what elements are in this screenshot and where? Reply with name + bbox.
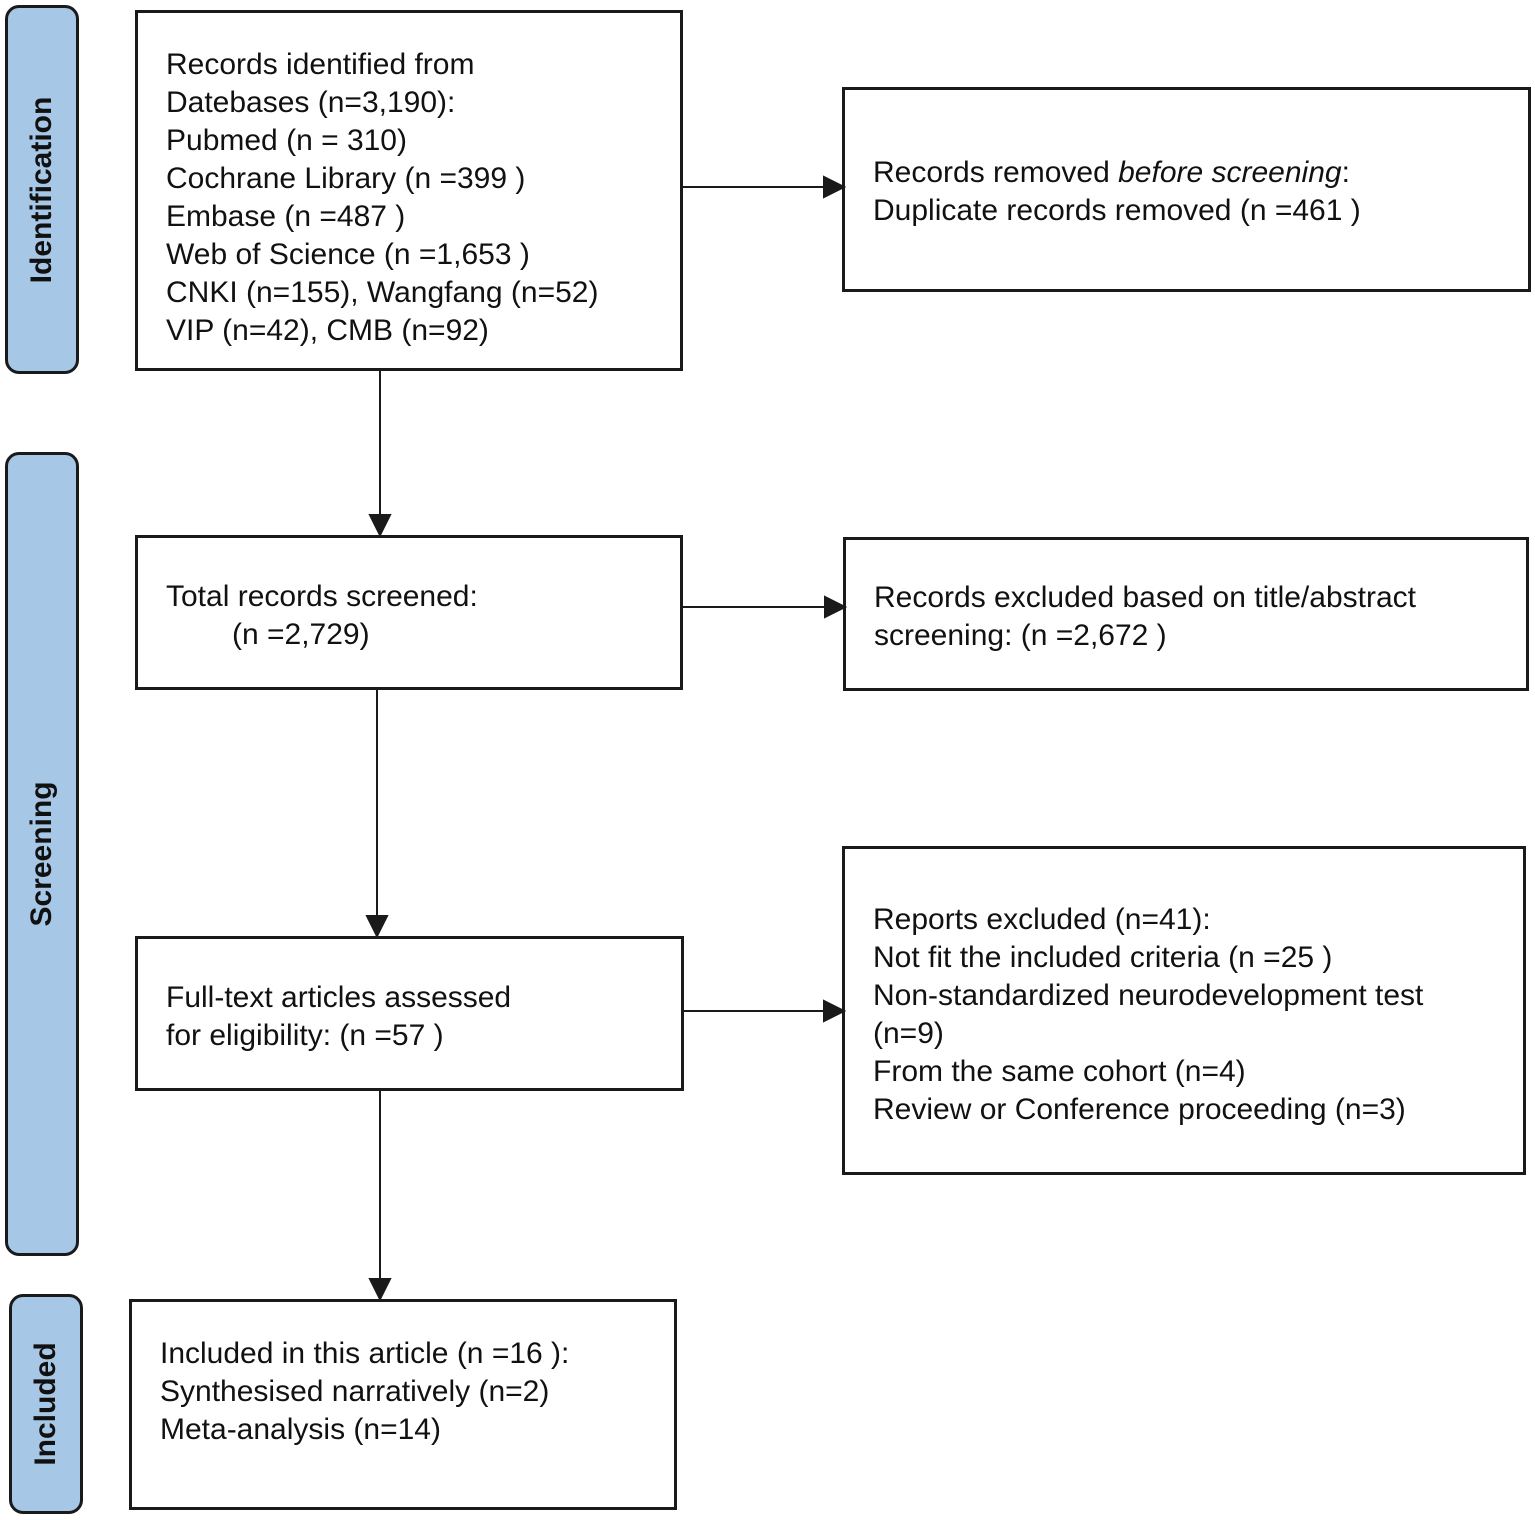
reports-excluded-line: Reports excluded (n=41): <box>873 903 1211 936</box>
reports-excluded-line: Not fit the included criteria (n =25 ) <box>873 941 1333 974</box>
reports-excluded-line: Review or Conference proceeding (n=3) <box>873 1093 1406 1126</box>
records-excluded-box: Records excluded based on title/abstract… <box>843 537 1529 691</box>
included-box: Included in this article (n =16 ): Synth… <box>129 1299 677 1510</box>
fulltext-line: for eligibility: (n =57 ) <box>166 1019 444 1052</box>
included-line: Synthesised narratively (n=2) <box>160 1375 550 1408</box>
arrowhead-excluded <box>824 595 848 619</box>
reports-excluded-box: Reports excluded (n=41): Not fit the inc… <box>842 846 1526 1175</box>
arrowhead-screened <box>368 514 392 538</box>
arrowhead-fulltext <box>365 915 389 939</box>
identified-line: Records identified from <box>166 48 475 81</box>
arrowhead-included <box>368 1278 392 1302</box>
included-line: Meta-analysis (n=14) <box>160 1413 441 1446</box>
identified-line: Web of Science (n =1,653 ) <box>166 238 530 271</box>
removed-prefix: Records removed <box>873 156 1119 189</box>
identified-line: CNKI (n=155), Wangfang (n=52) <box>166 276 599 309</box>
fulltext-assessed-box: Full-text articles assessed for eligibil… <box>135 936 684 1091</box>
records-screened-box: Total records screened: (n =2,729) <box>135 535 683 690</box>
identified-line: Datebases (n=3,190): <box>166 86 456 119</box>
excluded-line: Records excluded based on title/abstract <box>874 581 1416 614</box>
removed-line-2: Duplicate records removed (n =461 ) <box>873 194 1361 227</box>
stage-included: Included <box>9 1294 83 1514</box>
arrowhead-removed <box>823 175 847 199</box>
arrowhead-reports <box>823 999 847 1023</box>
reports-excluded-line: (n=9) <box>873 1017 944 1050</box>
identified-line: Cochrane Library (n =399 ) <box>166 162 526 195</box>
removed-italic: before screening <box>1118 156 1342 189</box>
fulltext-line: Full-text articles assessed <box>166 981 512 1014</box>
screened-line: Total records screened: <box>166 580 478 613</box>
records-removed-box: Records removed before screening: Duplic… <box>842 87 1531 292</box>
stage-identification: Identification <box>5 5 79 374</box>
reports-excluded-line: Non-standardized neurodevelopment test <box>873 979 1424 1012</box>
records-identified-box: Records identified from Datebases (n=3,1… <box>135 10 683 371</box>
excluded-line: screening: (n =2,672 ) <box>874 619 1167 652</box>
removed-line-1: Records removed before screening: <box>873 154 1528 192</box>
screened-count: (n =2,729) <box>232 618 370 651</box>
identified-line: Pubmed (n = 310) <box>166 124 407 157</box>
identified-line: VIP (n=42), CMB (n=92) <box>166 314 489 347</box>
reports-excluded-line: From the same cohort (n=4) <box>873 1055 1246 1088</box>
included-line: Included in this article (n =16 ): <box>160 1337 570 1370</box>
stage-screening: Screening <box>5 452 79 1256</box>
removed-suffix: : <box>1341 156 1350 189</box>
identified-line: Embase (n =487 ) <box>166 200 406 233</box>
